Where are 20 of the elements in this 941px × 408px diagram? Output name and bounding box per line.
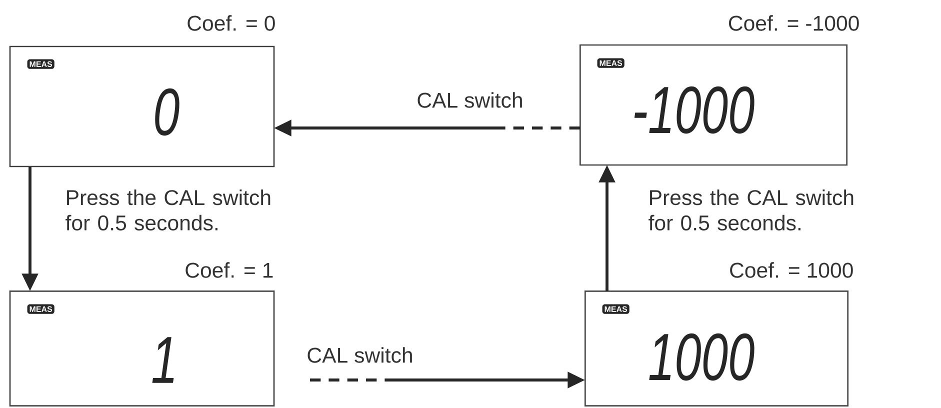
mode-badge: MEAS [602,304,630,314]
lcd-display [9,15,275,168]
display-digits: -1000 [634,86,754,134]
edge-label: CAL switch [418,92,522,108]
mode-badge: MEAS [27,304,54,314]
edge-label: Press the CAL switch for 0.5 seconds. [66,190,270,230]
lcd-display [584,262,853,406]
heading: Coef. = 0 [188,15,275,31]
mode-badge: MEAS [27,59,54,69]
heading: Coef. = 1000 [730,262,853,278]
edge-label: CAL switch [308,347,412,363]
display-digits: 1 [152,337,174,383]
edge-label: Press the CAL switch for 0.5 seconds. [648,190,854,230]
heading: Coef. = 1 [186,262,273,278]
mode-badge: MEAS [597,58,624,68]
display-digits: 1000 [649,333,754,381]
lcd-display [580,15,859,166]
heading: Coef. = -1000 [729,15,859,31]
display-digits: 0 [155,88,180,136]
lcd-display [9,262,275,406]
